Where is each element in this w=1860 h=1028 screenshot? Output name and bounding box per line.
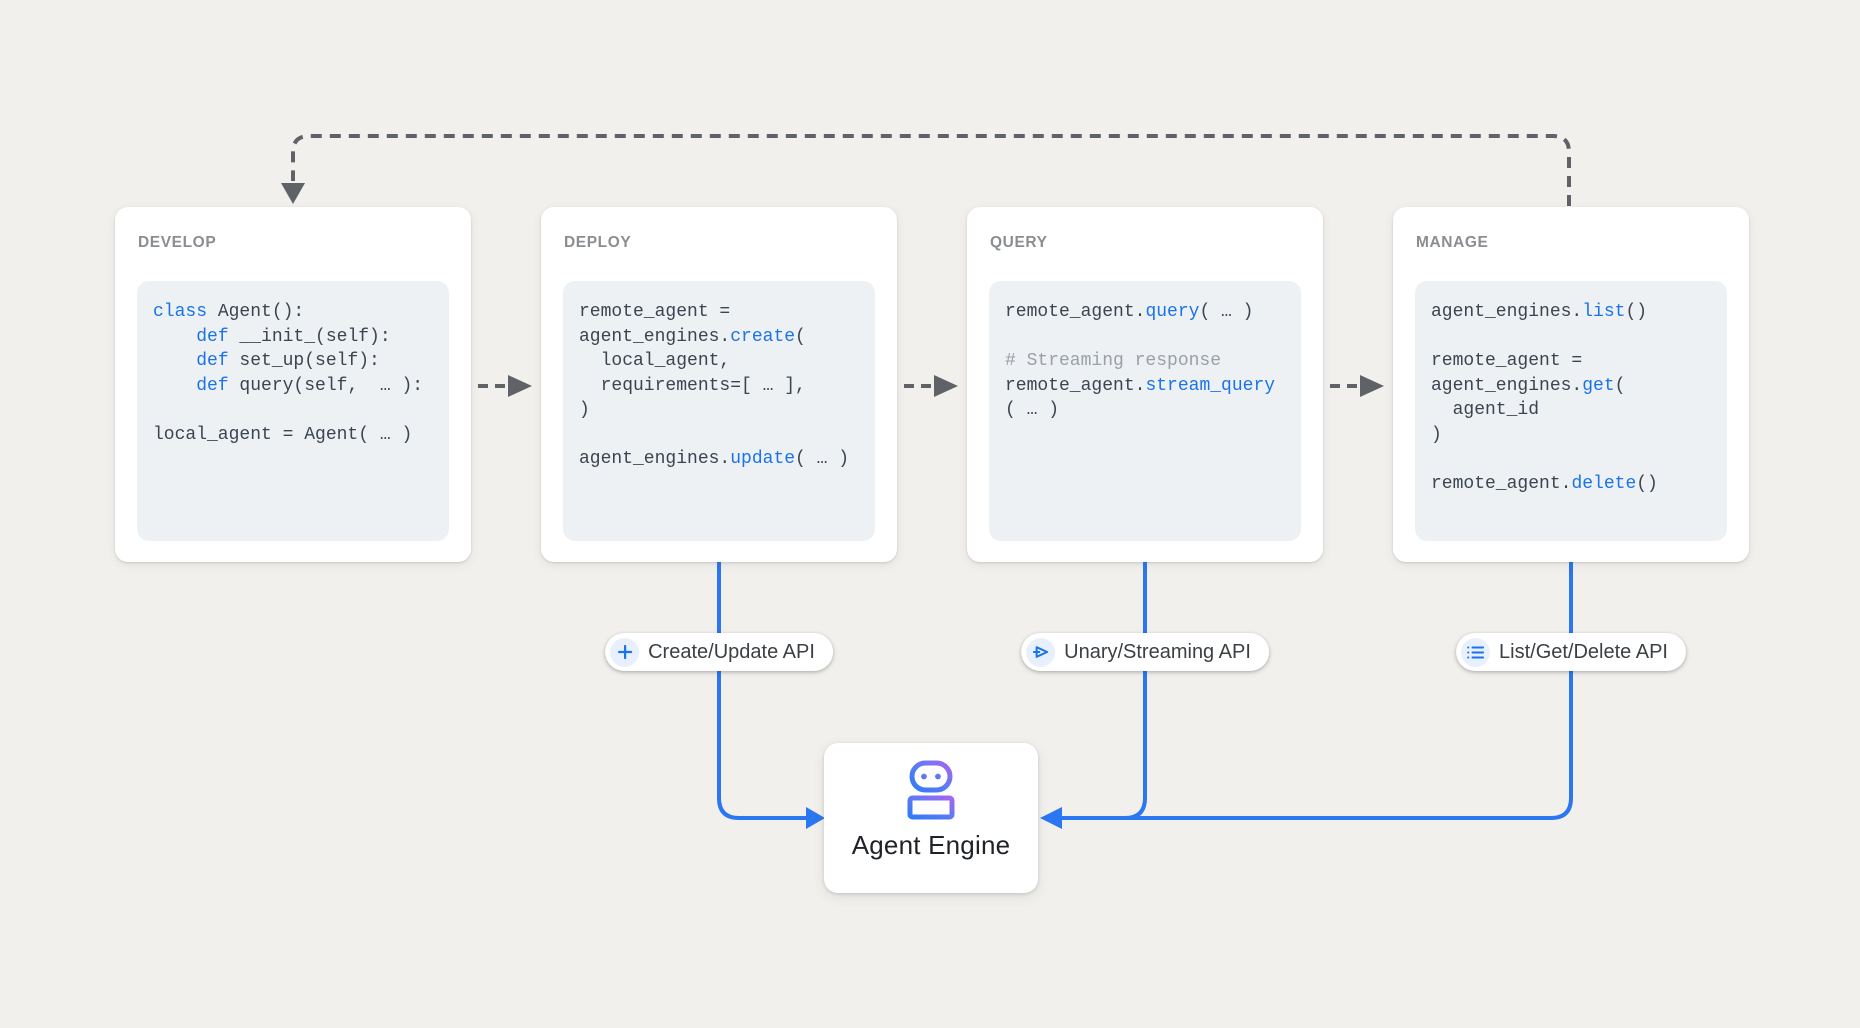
- deploy-to-engine-line: [717, 562, 806, 820]
- engine-left-arrowhead-icon: [806, 807, 825, 829]
- engine-right-arrowhead-icon: [1040, 807, 1062, 829]
- card-query: QUERY remote_agent.query( … ) # Streamin…: [967, 207, 1323, 562]
- pill-unary-streaming-api: Unary/Streaming API: [1021, 633, 1269, 671]
- list-icon: [1461, 637, 1491, 667]
- manage-to-engine-line: [1062, 562, 1573, 820]
- send-icon: [1026, 637, 1056, 667]
- deploy-to-query-arrowhead-icon: [934, 375, 958, 397]
- pill-create-update-api: Create/Update API: [605, 633, 833, 671]
- develop-to-deploy-arrowhead-icon: [508, 375, 532, 397]
- blue-connectors: [717, 562, 1573, 820]
- manage-to-develop-dashed-loop: [291, 134, 1571, 206]
- code-block: class Agent(): def __init_(self): def se…: [137, 281, 449, 541]
- code-block: agent_engines.list() remote_agent = agen…: [1415, 281, 1727, 541]
- card-develop: DEVELOP class Agent(): def __init_(self)…: [115, 207, 471, 562]
- card-manage: MANAGE agent_engines.list() remote_agent…: [1393, 207, 1749, 562]
- query-to-manage-arrowhead-icon: [1360, 375, 1384, 397]
- agent-engine-label: Agent Engine: [851, 830, 1011, 860]
- query-merge-line: [1100, 562, 1147, 820]
- plus-icon: [610, 637, 640, 667]
- loop-arrowhead-down-icon: [281, 183, 305, 204]
- agent-engine-box: Agent Engine: [824, 743, 1038, 893]
- code-block: remote_agent = agent_engines.create( loc…: [563, 281, 875, 541]
- card-title: DEPLOY: [564, 234, 632, 251]
- code-block: remote_agent.query( … ) # Streaming resp…: [989, 281, 1301, 541]
- pill-label: Create/Update API: [648, 640, 815, 663]
- pill-list-get-delete-api: List/Get/Delete API: [1456, 633, 1686, 671]
- pill-label: List/Get/Delete API: [1499, 640, 1668, 663]
- pill-label: Unary/Streaming API: [1064, 640, 1251, 663]
- robot-icon: [904, 760, 958, 820]
- card-deploy: DEPLOY remote_agent = agent_engines.crea…: [541, 207, 897, 562]
- card-title: DEVELOP: [138, 234, 217, 251]
- card-title: QUERY: [990, 234, 1048, 251]
- card-title: MANAGE: [1416, 234, 1489, 251]
